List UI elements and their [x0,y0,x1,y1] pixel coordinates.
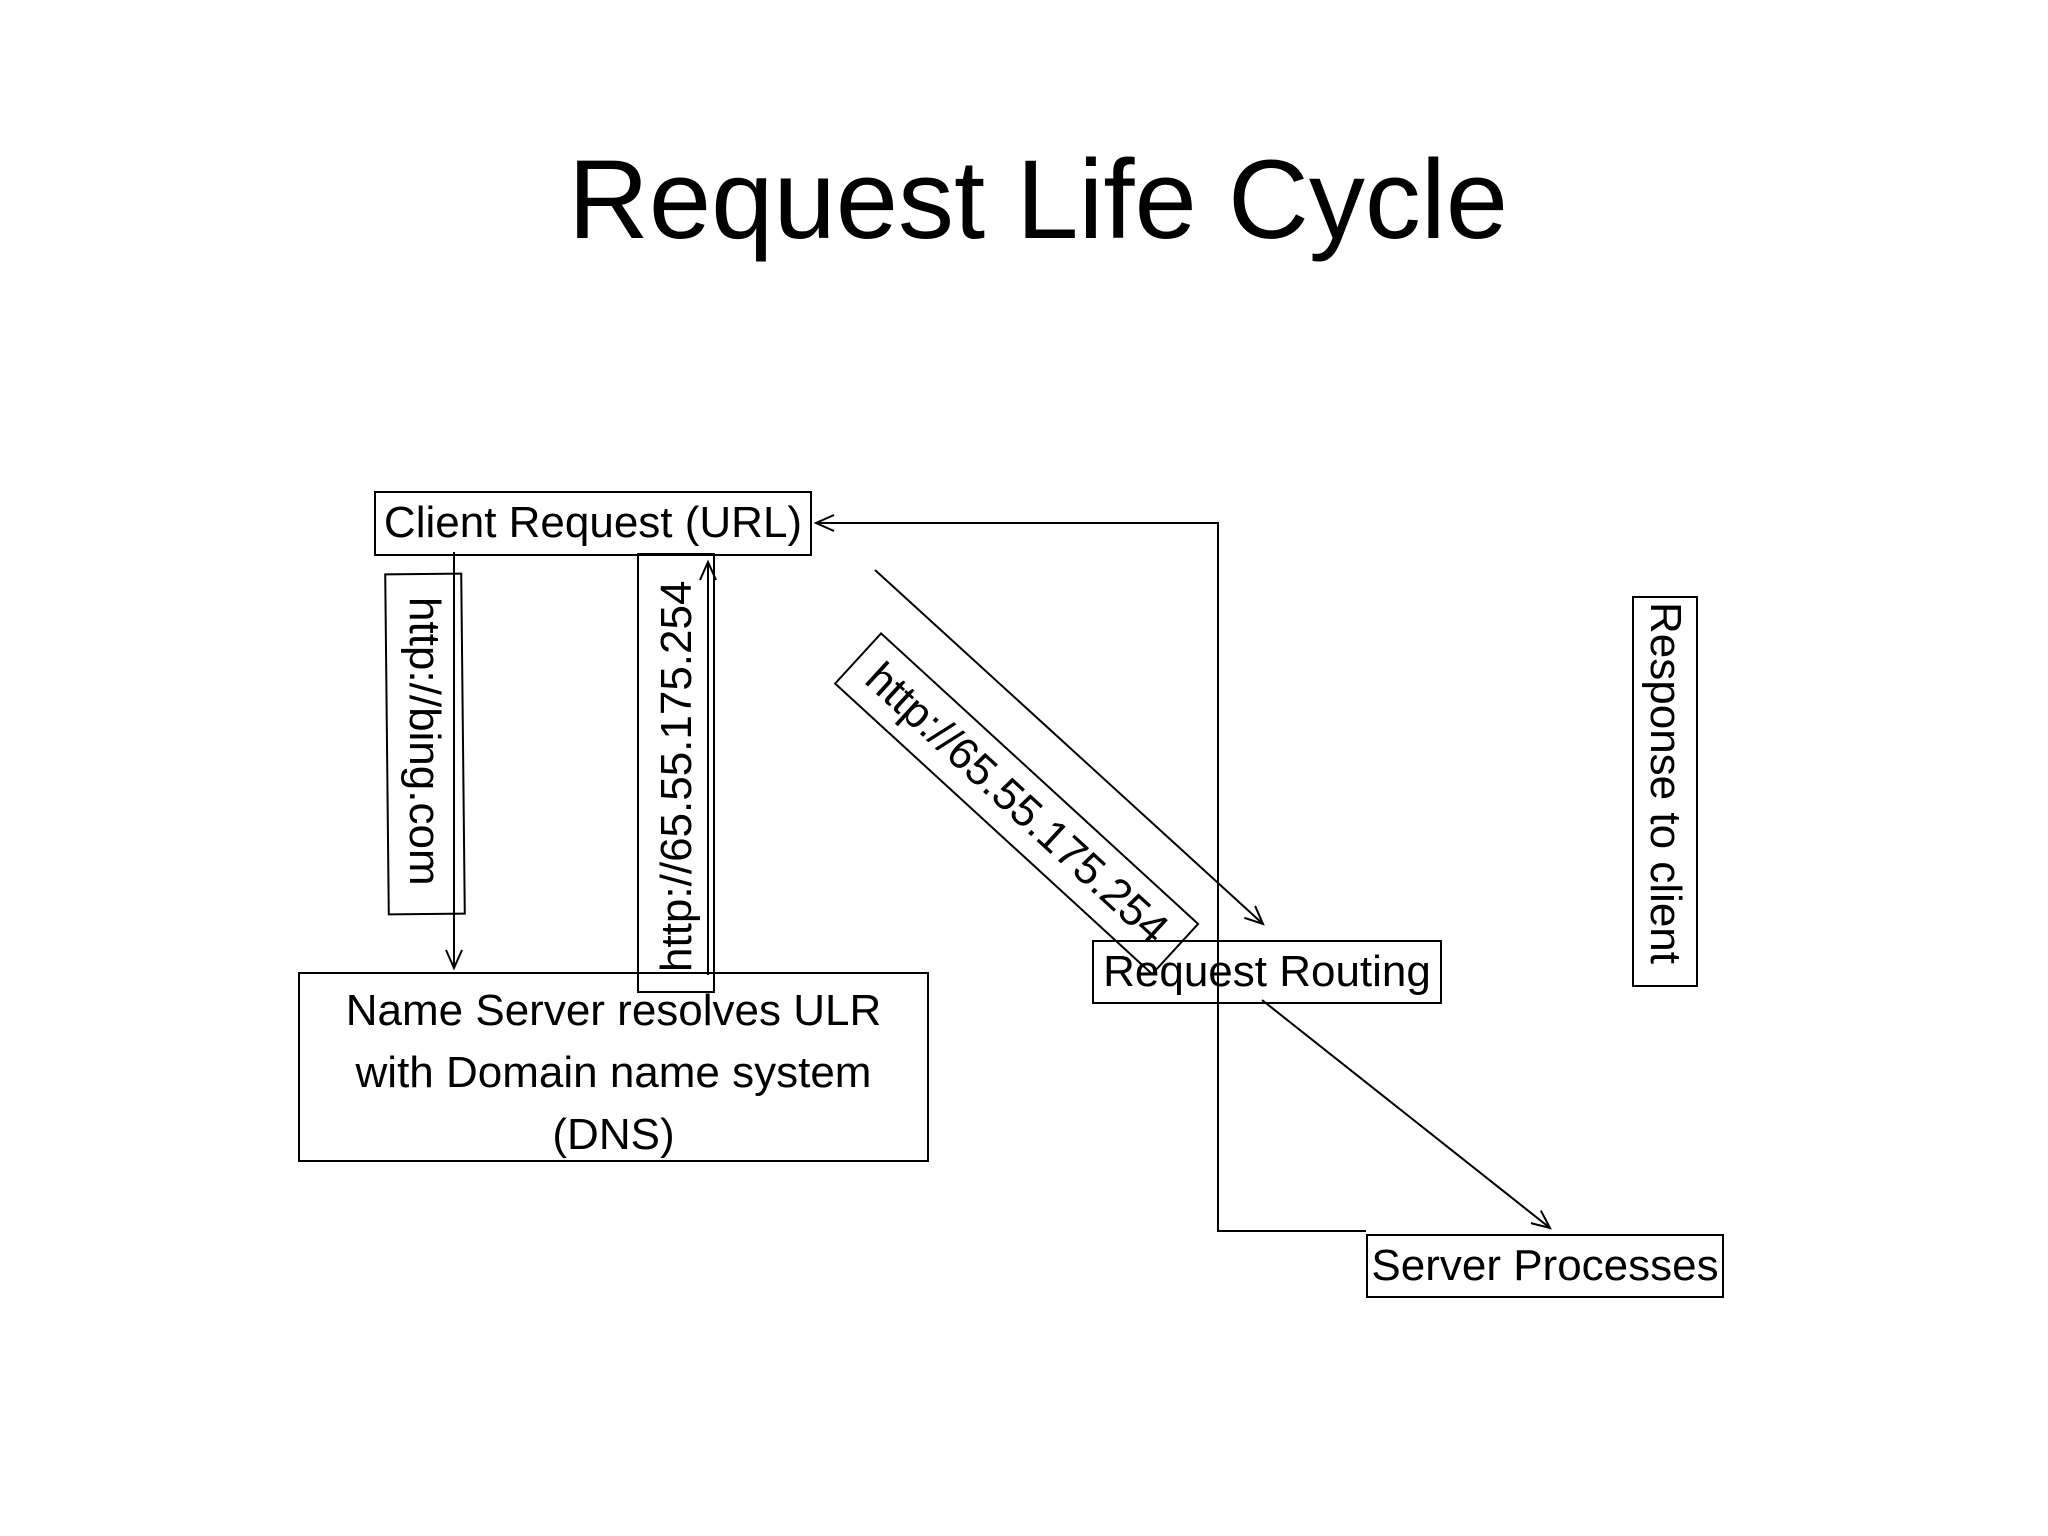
slide-title: Request Life Cycle [567,137,1509,262]
name-server-box: Name Server resolves ULR with Domain nam… [298,972,929,1162]
client-request-box: Client Request (URL) [374,491,812,556]
arrow-routing-to-server [1261,999,1552,1230]
arrow-server-to-client [813,514,1366,1232]
name-server-line-2: with Domain name system [355,1048,872,1097]
request-routing-box: Request Routing [1092,940,1442,1004]
ip-return-label: http://65.55.175.254 [652,580,701,972]
name-server-line-3: (DNS) [552,1110,675,1159]
ip-return-label-box [637,553,715,993]
client-request-label: Client Request (URL) [383,498,803,548]
server-processes-label: Server Processes [1371,1240,1719,1290]
response-label-box [1632,596,1698,987]
server-processes-box: Server Processes [1366,1234,1724,1298]
arrow-to-request-routing [874,569,1265,926]
name-server-line-1: Name Server resolves ULR [345,986,882,1035]
request-routing-label: Request Routing [1103,946,1431,996]
response-to-client-label: Response to client [1641,602,1690,964]
bing-url-label: http://bing.com [400,597,449,886]
